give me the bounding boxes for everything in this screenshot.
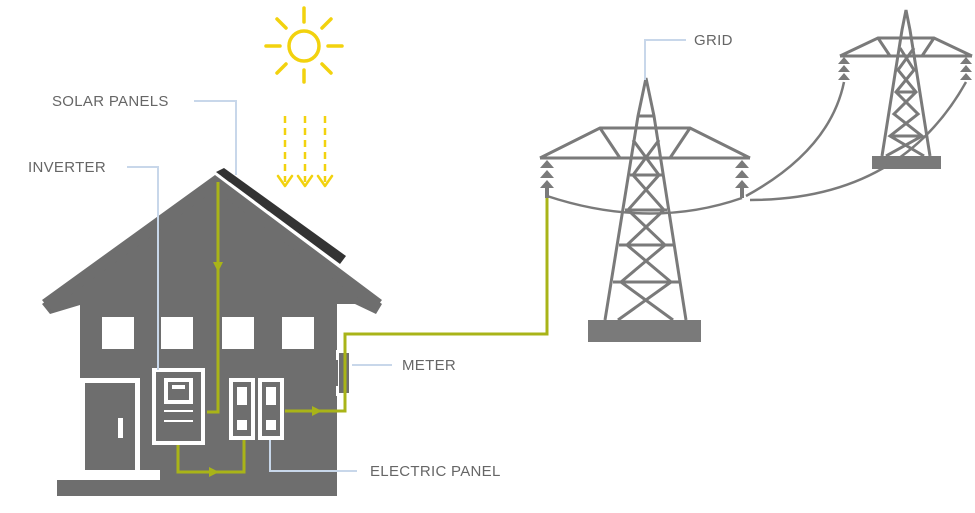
sunlight-arrows [276,116,334,188]
sun-icon [264,6,344,84]
callout-lines [127,39,686,472]
label-meter: METER [402,357,456,374]
label-inverter: INVERTER [28,159,106,176]
transmission-tower-icon [838,9,973,169]
solar-panels [216,168,346,264]
label-electric-panel: ELECTRIC PANEL [370,463,501,480]
meter-box [334,350,350,396]
label-grid: GRID [694,32,733,49]
inverter-box [152,368,205,445]
label-solar-panels: SOLAR PANELS [52,93,169,110]
window [102,317,134,349]
window [282,317,314,349]
window [222,317,254,349]
window [161,317,193,349]
electric-panel-box [229,378,284,440]
house-icon [42,175,382,496]
power-wires [546,81,968,215]
power-flow-lines [176,182,549,477]
transmission-tower-icon [539,77,751,342]
